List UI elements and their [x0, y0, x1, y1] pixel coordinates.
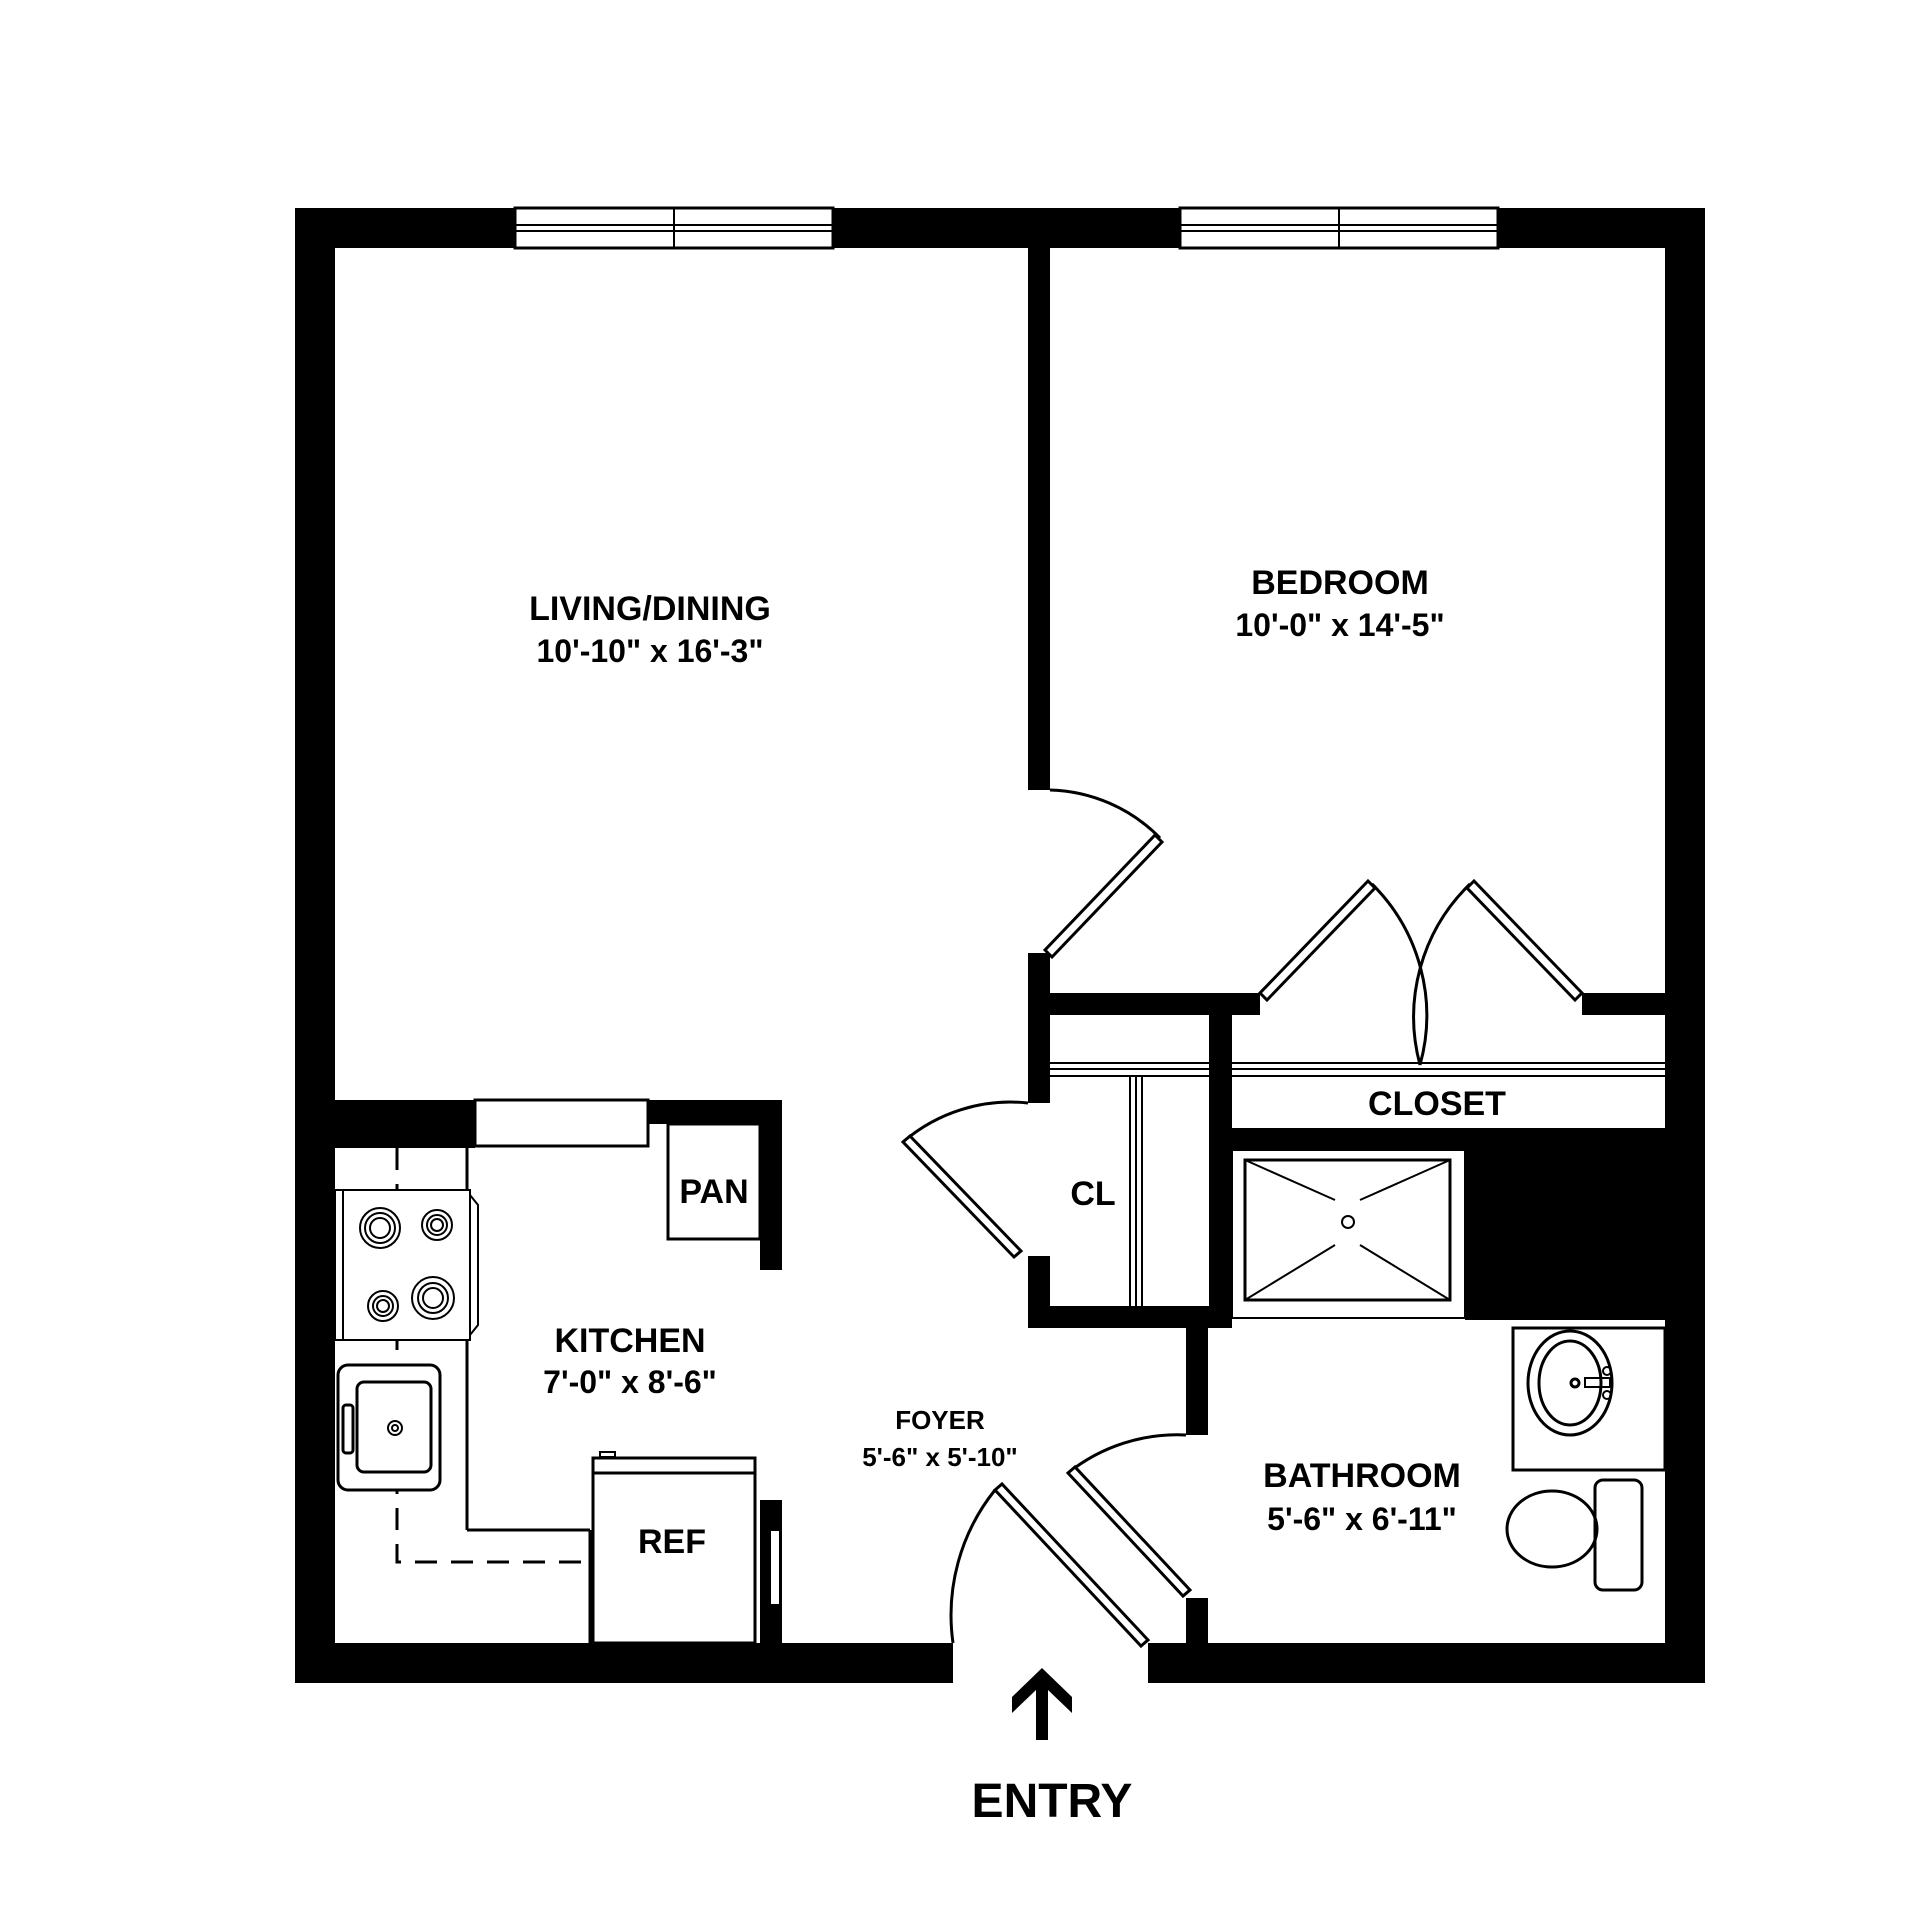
pantry-label: PAN	[679, 1173, 748, 1211]
door-closet-bifold[interactable]	[1257, 878, 1585, 1066]
kitchen-passthrough	[473, 1098, 650, 1148]
toilet	[1505, 1478, 1644, 1592]
burner-icon	[367, 1290, 399, 1322]
door-cl[interactable]	[900, 1100, 1029, 1260]
closet-label: CLOSET	[1368, 1085, 1506, 1123]
label-living-dining: LIVING/DINING 10'-10" x 16'-3"	[529, 590, 771, 669]
door-entry[interactable]	[949, 1481, 1151, 1649]
refrigerator	[591, 1451, 781, 1645]
room-dimensions: 10'-0" x 14'-5"	[1235, 607, 1444, 643]
door-bathroom[interactable]	[1065, 1433, 1193, 1599]
room-dimensions: 5'-6" x 5'-10"	[862, 1442, 1018, 1472]
room-dimensions: 5'-6" x 6'-11"	[1267, 1501, 1457, 1537]
room-name: BEDROOM	[1251, 564, 1429, 602]
room-name: FOYER	[895, 1405, 985, 1435]
label-foyer: FOYER 5'-6" x 5'-10"	[862, 1405, 1018, 1472]
burner-icon	[411, 1276, 455, 1320]
label-bedroom: BEDROOM 10'-0" x 14'-5"	[1235, 564, 1444, 643]
window-living	[513, 206, 835, 250]
pantry	[666, 1122, 762, 1241]
label-bathroom: BATHROOM 5'-6" x 6'-11"	[1263, 1457, 1461, 1537]
range-stove	[334, 1189, 479, 1341]
room-dimensions: 7'-0" x 8'-6"	[543, 1364, 717, 1400]
exterior-walls	[295, 208, 1705, 1683]
room-name: KITCHEN	[554, 1322, 705, 1360]
entry-label: ENTRY	[972, 1775, 1133, 1828]
entry-marker[interactable]: ENTRY	[972, 1668, 1133, 1828]
kitchen-sink	[336, 1363, 442, 1492]
burner-icon	[359, 1207, 401, 1249]
room-dimensions: 10'-10" x 16'-3"	[536, 633, 763, 669]
room-name: LIVING/DINING	[529, 590, 771, 628]
burner-icon	[421, 1209, 453, 1241]
cl-label: CL	[1070, 1175, 1115, 1213]
drain-icon	[1341, 1215, 1355, 1229]
arrow-up-icon	[1012, 1668, 1072, 1740]
bathroom-vanity	[1511, 1326, 1667, 1472]
closet-shelf	[1050, 1062, 1665, 1306]
label-kitchen: KITCHEN 7'-0" x 8'-6"	[543, 1322, 717, 1400]
refrigerator-label: REF	[638, 1523, 706, 1561]
door-bedroom[interactable]	[1042, 788, 1165, 960]
window-bedroom	[1178, 206, 1500, 250]
interior-walls	[335, 248, 1665, 1643]
room-name: BATHROOM	[1263, 1457, 1461, 1495]
shower	[1231, 1149, 1466, 1319]
